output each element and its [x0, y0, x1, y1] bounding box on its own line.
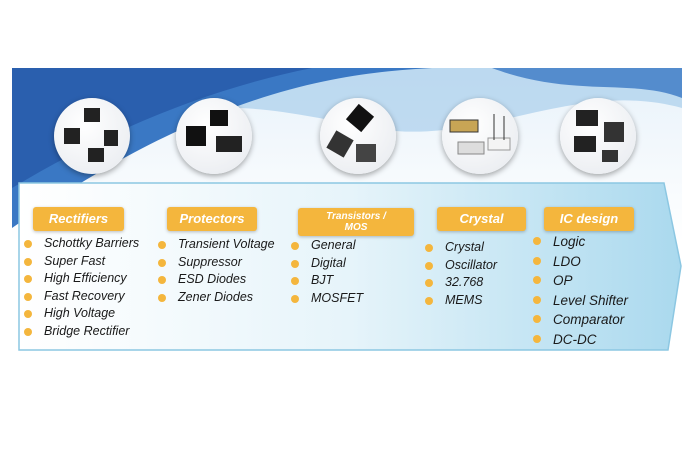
list-item: Bridge Rectifier [24, 323, 139, 341]
list-item: 32.768 [425, 274, 497, 292]
bullet-icon [425, 296, 433, 305]
list-item: Suppressor [158, 254, 275, 272]
bullet-icon [158, 293, 166, 302]
bullet-icon [291, 294, 299, 303]
bullet-icon [425, 279, 433, 287]
bullet-icon [533, 237, 541, 245]
bullet-icon [533, 276, 541, 284]
bullet-icon [158, 241, 166, 249]
protector-component-image [176, 98, 252, 174]
category-badge-crystal: Crystal [437, 207, 526, 231]
crystal-component-image [442, 98, 518, 174]
category-badge-protectors: Protectors [167, 207, 257, 231]
list-item: BJT [291, 272, 363, 290]
list-item: Transient Voltage [158, 236, 275, 254]
category-badge-rectifiers: Rectifiers [33, 207, 124, 231]
bullet-icon [533, 315, 541, 323]
list-item: LDO [533, 252, 628, 272]
list-item: Super Fast [24, 253, 139, 271]
bullet-icon [533, 256, 541, 265]
bullet-icon [158, 258, 166, 267]
list-item: Zener Diodes [158, 289, 275, 307]
bullet-icon [24, 257, 32, 266]
list-item: Level Shifter [533, 291, 628, 311]
transistors-list: General Digital BJT MOSFET [291, 237, 363, 307]
ic-design-list: Logic LDO OP Level Shifter Comparator DC… [533, 232, 628, 349]
bullet-icon [291, 259, 299, 268]
list-item: Comparator [533, 310, 628, 330]
category-badge-transistors: Transistors / MOS [298, 208, 414, 236]
list-item: OP [533, 271, 628, 291]
protectors-list: Transient Voltage Suppressor ESD Diodes … [158, 236, 275, 306]
list-item: MEMS [425, 292, 497, 310]
list-item: Logic [533, 232, 628, 252]
list-item: General [291, 237, 363, 255]
list-item: Schottky Barriers [24, 235, 139, 253]
list-item: High Voltage [24, 305, 139, 323]
transistor-component-image [320, 98, 396, 174]
bullet-icon [533, 295, 541, 304]
rectifier-component-image [54, 98, 130, 174]
list-item: Fast Recovery [24, 288, 139, 306]
bullet-icon [24, 240, 32, 248]
list-item: MOSFET [291, 290, 363, 308]
bullet-icon [24, 292, 32, 301]
bullet-icon [158, 276, 166, 284]
bullet-icon [533, 334, 541, 343]
list-item: ESD Diodes [158, 271, 275, 289]
list-item: Digital [291, 255, 363, 273]
rectifiers-list: Schottky Barriers Super Fast High Effici… [24, 235, 139, 340]
list-item: High Efficiency [24, 270, 139, 288]
list-item: Crystal [425, 239, 497, 257]
list-item: Oscillator [425, 257, 497, 275]
list-item: DC-DC [533, 330, 628, 350]
bullet-icon [425, 261, 433, 270]
crystal-list: Crystal Oscillator 32.768 MEMS [425, 239, 497, 309]
bullet-icon [24, 310, 32, 318]
bullet-icon [291, 277, 299, 285]
bullet-icon [291, 242, 299, 250]
bullet-icon [24, 327, 32, 336]
category-badge-ic-design: IC design [544, 207, 634, 231]
bullet-icon [425, 244, 433, 252]
ic-component-image [560, 98, 636, 174]
bullet-icon [24, 275, 32, 283]
